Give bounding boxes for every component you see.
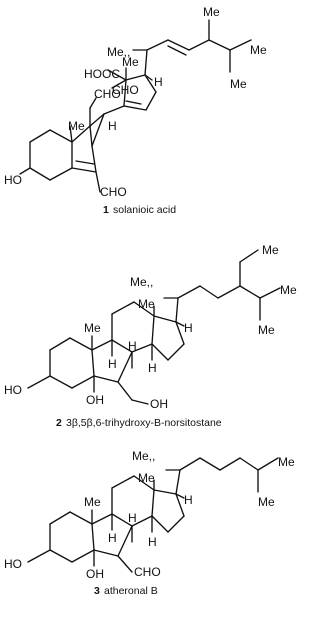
label-ho: HO [4, 383, 22, 397]
caption-name-3: atheronal B [104, 585, 158, 597]
label-me-c10: Me [84, 495, 101, 509]
label-cho-top: CHO [94, 87, 121, 101]
caption-number-2: 2 [56, 417, 62, 429]
label-me-top: Me [203, 5, 220, 19]
label-me-ethyl: Me [262, 243, 279, 257]
label-cho: CHO [134, 565, 161, 579]
label-me-c10: Me [68, 119, 85, 133]
label-ho: HO [4, 173, 22, 187]
label-h-c14: H [148, 361, 157, 375]
label-me-c13: Me [138, 297, 155, 311]
label-h-c9: H [108, 531, 117, 545]
caption-number-3: 3 [94, 585, 100, 597]
label-h-c9: H [108, 357, 117, 371]
caption-number-1: 1 [103, 204, 109, 216]
label-h-c17: H [184, 493, 193, 507]
label-oh-c5: OH [86, 567, 104, 581]
caption-name-2: 3β,5β,6-trihydroxy-B-norsitostane [66, 417, 222, 429]
label-oh-side: OH [150, 397, 168, 411]
label-me-right: Me [280, 283, 297, 297]
label-oh-c5: OH [86, 393, 104, 407]
label-me-iso: Me [258, 495, 275, 509]
label-me-iso: Me [230, 77, 247, 91]
label-me-right: Me [278, 455, 295, 469]
label-hooc: HOOC [84, 67, 120, 81]
caption-name-1: solanioic acid [113, 204, 176, 216]
label-h-c8: H [108, 119, 117, 133]
label-h-c17: H [184, 321, 193, 335]
compound-3-structure [27, 457, 279, 573]
label-me-c13: Me [122, 55, 139, 69]
label-me-iso: Me [258, 323, 275, 337]
label-me-right: Me [250, 43, 267, 57]
label-me-left: Me,, [130, 275, 153, 289]
label-cho-mid: CHO [112, 83, 139, 97]
label-h-c17: H [154, 75, 163, 89]
label-me-c13: Me [138, 471, 155, 485]
label-me-c10: Me [84, 321, 101, 335]
label-h-c8: H [128, 511, 137, 525]
label-ho: HO [4, 557, 22, 571]
label-me-left: Me,, [107, 45, 130, 59]
compound-1-structure [19, 19, 252, 193]
label-h-c14: H [148, 535, 157, 549]
label-me-left: Me,, [132, 449, 155, 463]
compound-2-structure [27, 249, 281, 405]
label-cho-bottom: CHO [100, 185, 127, 199]
label-h-c8: H [128, 339, 137, 353]
